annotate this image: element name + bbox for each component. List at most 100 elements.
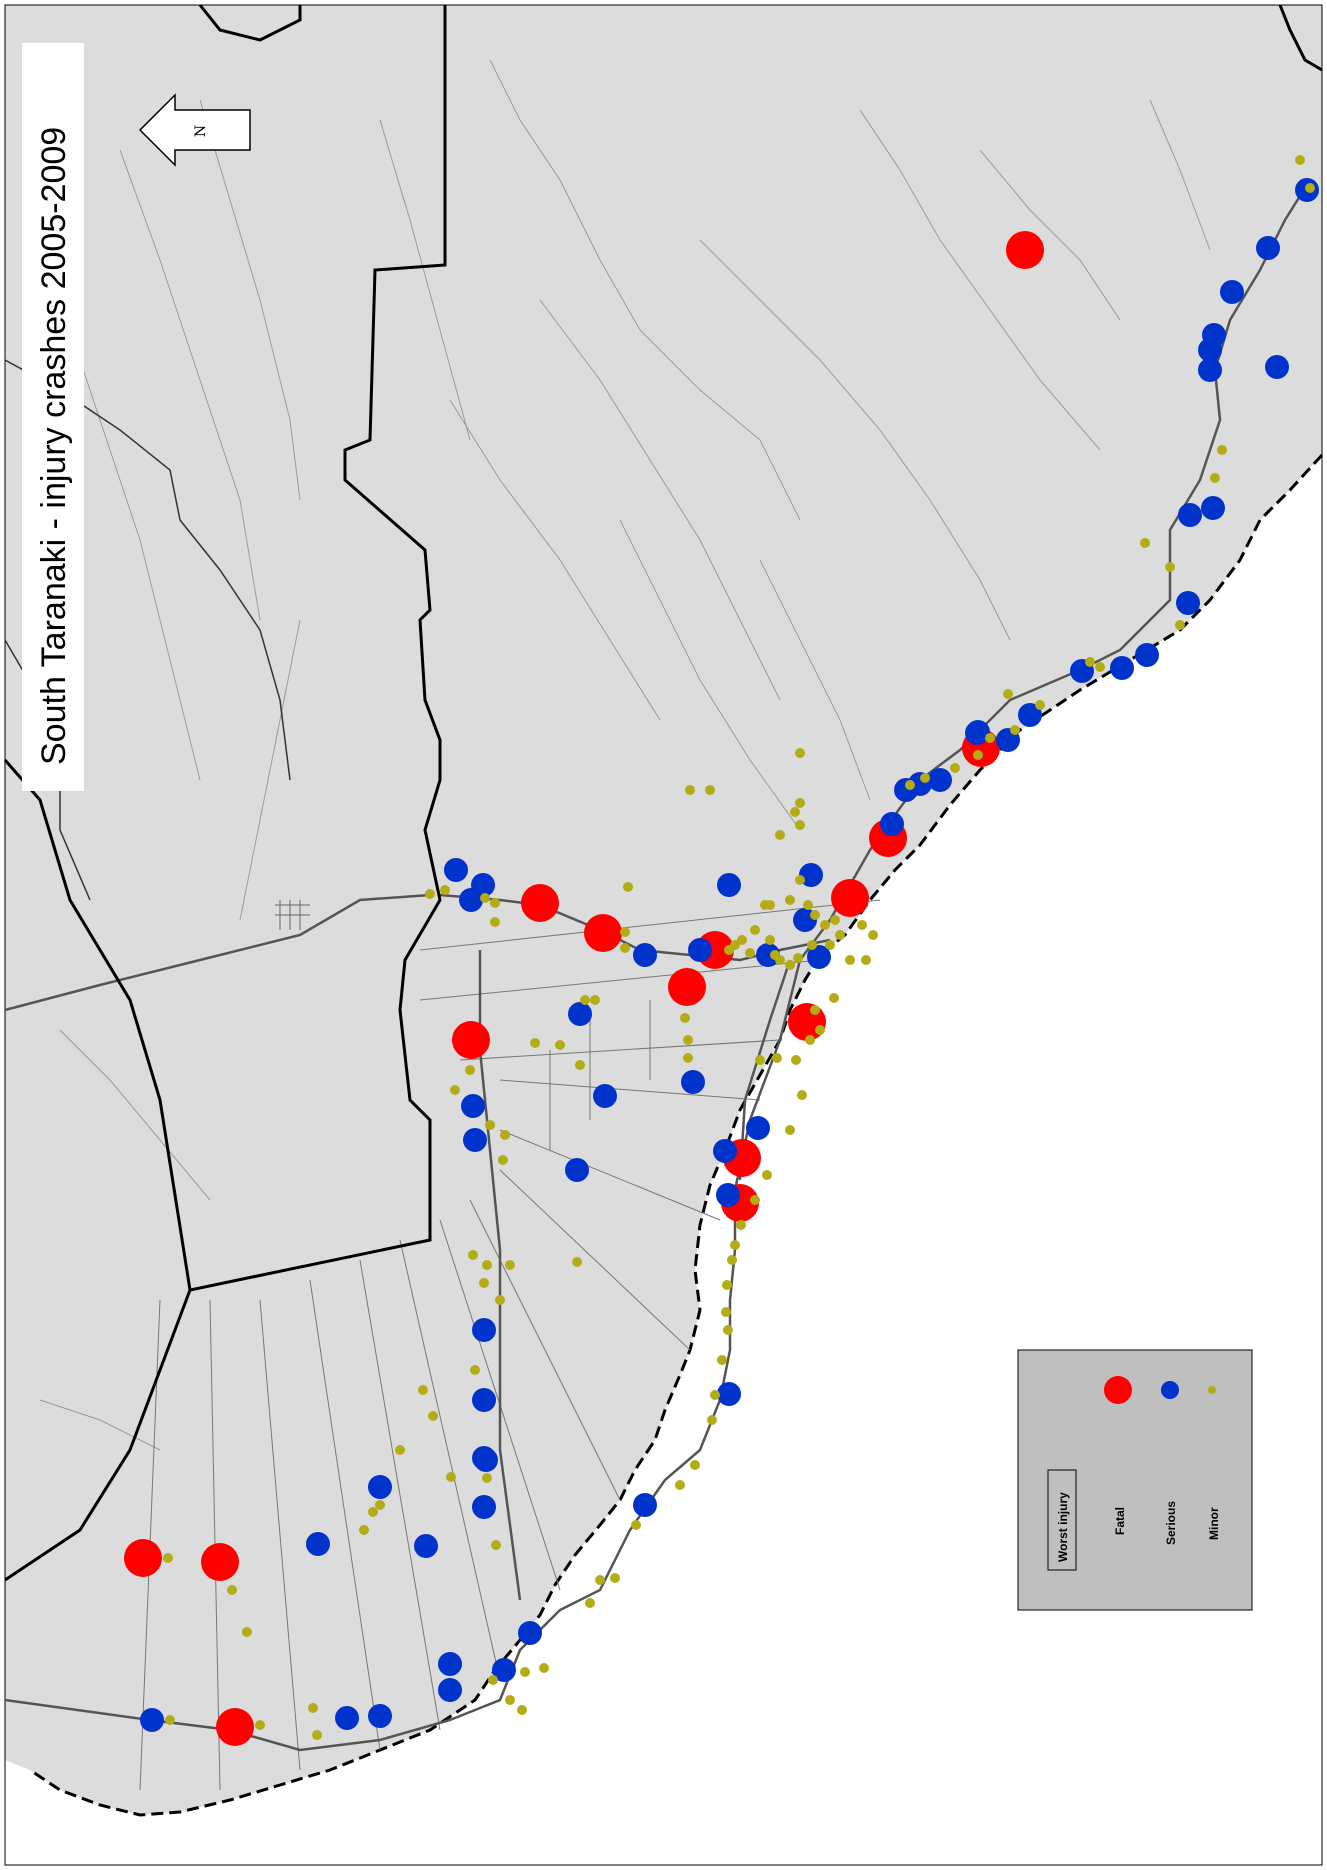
minor-crash-marker: [861, 955, 871, 965]
minor-crash-marker: [1295, 155, 1305, 165]
minor-crash-marker: [737, 935, 747, 945]
minor-crash-marker: [765, 935, 775, 945]
minor-crash-marker: [480, 893, 490, 903]
minor-crash-marker: [685, 785, 695, 795]
minor-crash-marker: [440, 885, 450, 895]
serious-crash-marker: [894, 778, 918, 802]
serious-crash-marker: [713, 1139, 737, 1163]
serious-crash-marker: [928, 768, 952, 792]
serious-crash-marker: [140, 1708, 164, 1732]
legend-serious-symbol: [1161, 1381, 1179, 1399]
legend-serious-label: Serious: [1164, 1501, 1178, 1545]
serious-crash-marker: [414, 1534, 438, 1558]
minor-crash-marker: [555, 1040, 565, 1050]
minor-crash-marker: [479, 1278, 489, 1288]
minor-crash-marker: [1035, 700, 1045, 710]
minor-crash-marker: [985, 733, 995, 743]
minor-crash-marker: [580, 995, 590, 1005]
fatal-crash-marker: [788, 1003, 826, 1041]
minor-crash-marker: [785, 1125, 795, 1135]
minor-crash-marker: [425, 889, 435, 899]
minor-crash-marker: [517, 1705, 527, 1715]
minor-crash-marker: [815, 1025, 825, 1035]
minor-crash-marker: [470, 1365, 480, 1375]
serious-crash-marker: [474, 1448, 498, 1472]
minor-crash-marker: [623, 882, 633, 892]
north-arrow-icon: N: [138, 93, 251, 167]
legend-heading: Worst injury: [1056, 1492, 1070, 1562]
minor-crash-marker: [736, 1220, 746, 1230]
minor-crash-marker: [973, 750, 983, 760]
minor-crash-marker: [1010, 725, 1020, 735]
minor-crash-marker: [450, 1085, 460, 1095]
serious-crash-marker: [1018, 703, 1042, 727]
minor-crash-marker: [1165, 562, 1175, 572]
legend: Worst injury Fatal Serious Minor: [1017, 1349, 1253, 1611]
minor-crash-marker: [530, 1038, 540, 1048]
minor-crash-marker: [375, 1500, 385, 1510]
minor-crash-marker: [795, 748, 805, 758]
minor-crash-marker: [750, 925, 760, 935]
serious-crash-marker: [746, 1116, 770, 1140]
minor-crash-marker: [359, 1525, 369, 1535]
minor-crash-marker: [1140, 538, 1150, 548]
minor-crash-marker: [835, 930, 845, 940]
serious-crash-marker: [593, 1084, 617, 1108]
minor-crash-marker: [683, 1053, 693, 1063]
crash-markers: [124, 155, 1319, 1746]
serious-crash-marker: [1201, 496, 1225, 520]
minor-crash-marker: [1210, 473, 1220, 483]
minor-crash-marker: [721, 1307, 731, 1317]
minor-crash-marker: [446, 1472, 456, 1482]
minor-crash-marker: [745, 948, 755, 958]
minor-crash-marker: [795, 875, 805, 885]
minor-crash-marker: [724, 945, 734, 955]
map-title: South Taranaki - injury crashes 2005-200…: [35, 127, 73, 765]
minor-crash-marker: [845, 955, 855, 965]
minor-roads: [39, 59, 1211, 1451]
serious-crash-marker: [880, 812, 904, 836]
serious-crash-marker: [368, 1704, 392, 1728]
serious-crash-marker: [1256, 236, 1280, 260]
fatal-crash-marker: [584, 914, 622, 952]
fatal-crash-marker: [668, 968, 706, 1006]
minor-crash-marker: [690, 1460, 700, 1470]
minor-crash-marker: [680, 1013, 690, 1023]
minor-crash-marker: [820, 920, 830, 930]
serious-crash-marker: [1265, 355, 1289, 379]
minor-crash-marker: [242, 1627, 252, 1637]
serious-crash-marker: [807, 945, 831, 969]
minor-crash-marker: [723, 1325, 733, 1335]
serious-crash-marker: [518, 1621, 542, 1645]
minor-crash-marker: [163, 1553, 173, 1563]
town-grid: [275, 900, 310, 930]
minor-crash-marker: [498, 1155, 508, 1165]
minor-crash-marker: [829, 993, 839, 1003]
minor-crash-marker: [631, 1520, 641, 1530]
minor-crash-marker: [595, 1575, 605, 1585]
minor-crash-marker: [905, 780, 915, 790]
minor-crash-marker: [857, 920, 867, 930]
minor-crash-marker: [707, 1415, 717, 1425]
minor-crash-marker: [795, 820, 805, 830]
serious-crash-marker: [681, 1070, 705, 1094]
serious-crash-marker: [472, 1388, 496, 1412]
minor-crash-marker: [620, 927, 630, 937]
serious-crash-marker: [1178, 503, 1202, 527]
minor-crash-marker: [572, 1257, 582, 1267]
fatal-crash-marker: [201, 1543, 239, 1581]
serious-crash-marker: [799, 863, 823, 887]
serious-crash-marker: [965, 721, 989, 745]
legend-minor-symbol: [1208, 1386, 1216, 1394]
minor-crash-marker: [765, 900, 775, 910]
serious-crash-marker: [472, 1495, 496, 1519]
serious-crash-marker: [492, 1658, 516, 1682]
title-box: [22, 43, 84, 791]
minor-crash-marker: [805, 1035, 815, 1045]
legend-minor-label: Minor: [1207, 1507, 1221, 1540]
minor-crash-marker: [795, 798, 805, 808]
minor-crash-marker: [785, 895, 795, 905]
minor-crash-marker: [575, 1060, 585, 1070]
minor-crash-marker: [1085, 657, 1095, 667]
minor-crash-marker: [368, 1507, 378, 1517]
